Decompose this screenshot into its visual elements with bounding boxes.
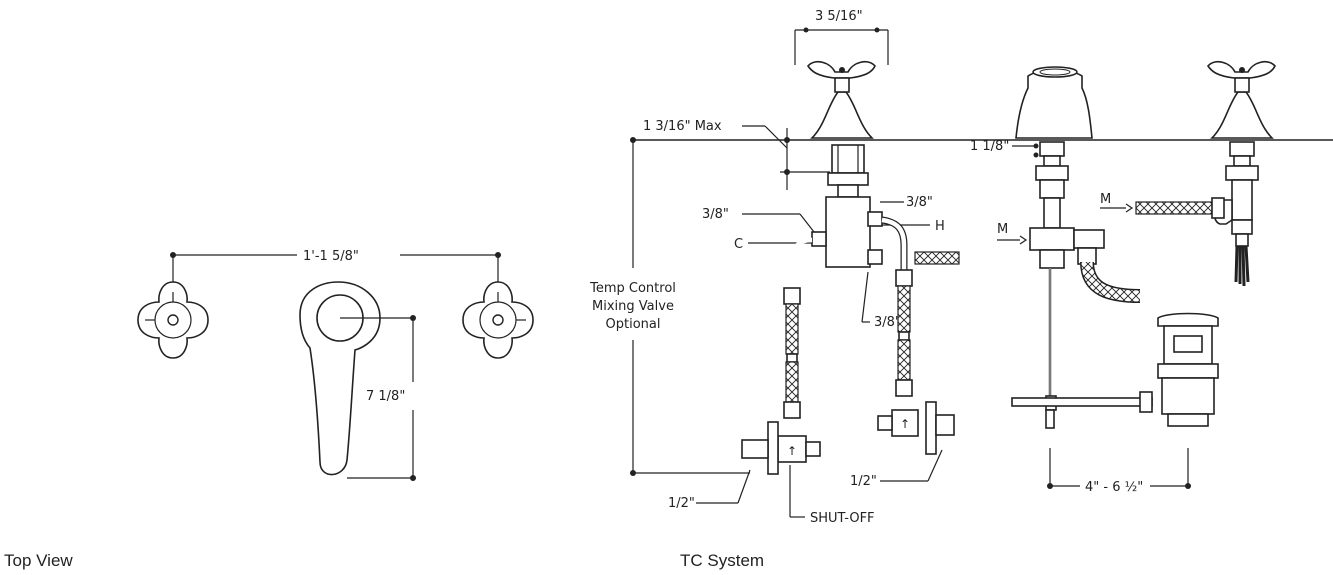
cold-label: C (734, 237, 743, 252)
hot-label: H (935, 219, 945, 234)
svg-text:↑: ↑ (900, 417, 910, 431)
svg-text:↑: ↑ (787, 444, 797, 458)
right-valve-handle (1206, 60, 1276, 139)
tc-system-caption: TC System (680, 551, 764, 570)
mixing-valve-label-1: Temp Control (589, 281, 676, 296)
top-view-caption: Top View (4, 551, 73, 570)
inlet-cold-size: 3/8" (702, 207, 729, 222)
right-cross-handle (462, 281, 534, 359)
mixing-valve (825, 196, 871, 268)
supply-right-size: 1/2" (850, 474, 877, 489)
shutoff-label: SHUT-OFF (810, 511, 875, 526)
inlet-hot-size: 3/8" (906, 195, 933, 210)
deck-thickness-dimension: 1 1/8" (970, 139, 1009, 154)
mixing-valve-label-3: Optional (606, 317, 661, 332)
valve-handle (806, 60, 876, 139)
supply-left-size: 1/2" (668, 496, 695, 511)
drain-range-dimension: 4" - 6 ½" (1085, 480, 1143, 495)
lever-spout (299, 281, 413, 476)
mix-label-b: M (1100, 192, 1111, 207)
spout-length-dimension: 7 1/8" (366, 389, 405, 404)
left-cross-handle (137, 281, 209, 359)
mixing-tee (1029, 227, 1075, 251)
spout-side-view (1015, 66, 1093, 139)
tc-system: 3 5/16" 1 3/16" Max 3/8" C (589, 9, 1333, 526)
spread-dimension: 1'-1 5/8" (303, 249, 359, 264)
mix-label-a: M (997, 222, 1008, 237)
drain-assembly (1157, 312, 1219, 427)
handle-width-dimension: 3 5/16" (815, 9, 863, 24)
mixing-valve-label-2: Mixing Valve (592, 299, 674, 314)
deck-max-dimension: 1 3/16" Max (643, 119, 722, 134)
top-view: 1'-1 5/8" 7 1/8" (137, 249, 534, 481)
outlet-size: 3/8" (874, 315, 901, 330)
